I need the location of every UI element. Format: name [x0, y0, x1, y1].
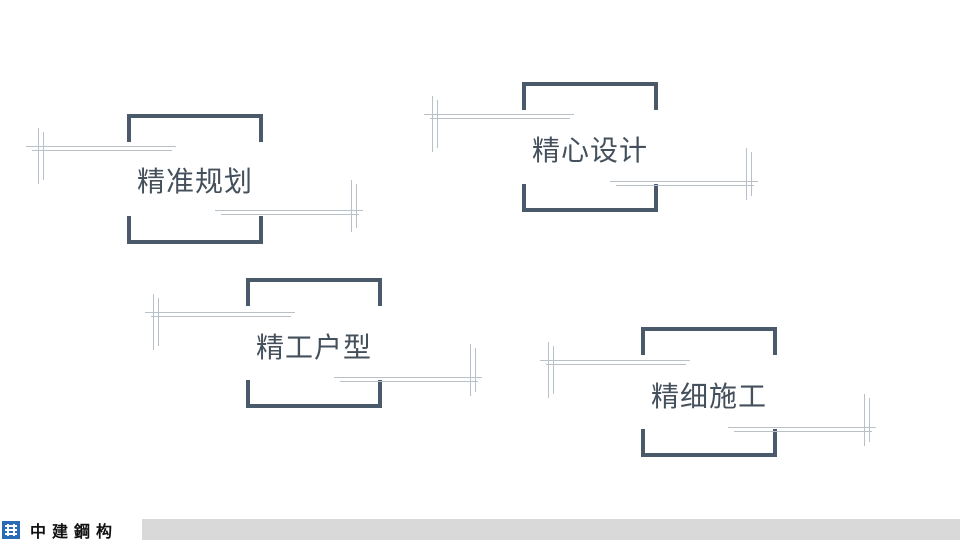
frame-bottom-bracket [641, 429, 777, 457]
card-jingzhun-guihua: 精准规划 [127, 114, 263, 244]
card-label: 精心设计 [531, 134, 648, 167]
card-label: 精工户型 [255, 331, 372, 364]
frame-top-bracket [641, 327, 777, 355]
card-jingxi-shigong: 精细施工 [641, 327, 777, 457]
frame-bottom-bracket [246, 380, 382, 408]
footer-bar [142, 519, 960, 540]
footer-logo: 中建鋼构 [0, 519, 119, 541]
frame-top-bracket [246, 278, 382, 306]
card-label: 精准规划 [136, 165, 253, 198]
company-logo-icon [2, 520, 20, 539]
card-jinggong-huxing: 精工户型 [246, 278, 382, 408]
card-jingxin-sheji: 精心设计 [522, 82, 658, 212]
frame-top-bracket [127, 114, 263, 142]
card-label: 精细施工 [650, 380, 767, 413]
frame-top-bracket [522, 82, 658, 110]
company-name: 中建鋼构 [30, 521, 119, 541]
frame-bottom-bracket [522, 184, 658, 212]
frame-bottom-bracket [127, 216, 263, 244]
